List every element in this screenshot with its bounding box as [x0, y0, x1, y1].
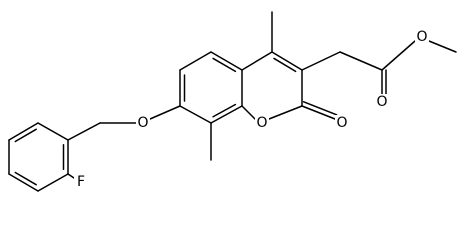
bond-oring-c2 [268, 105, 303, 120]
lactone-carbonyl-oxygen-atom: O [335, 115, 349, 131]
bond-benzyl-1 [37, 122, 69, 141]
bond-c2-o-double [302, 101, 338, 116]
lactone-carbonyl-oxygen-label: O [336, 115, 347, 131]
structure-drawing: F O O O O O [8, 11, 457, 192]
bond-c5-c4a-inner [212, 57, 237, 73]
bond-oest-methyl [428, 40, 457, 53]
ring-oxygen-atom: O [255, 115, 269, 131]
bond-cester-oest [381, 40, 416, 71]
bond-c3-c4 [271, 51, 303, 71]
bond-c-f [67, 173, 75, 179]
bond-c8a-c8 [210, 105, 243, 124]
bond-benzyl-4 [8, 173, 39, 192]
ester-carbonyl-oxygen-label: O [376, 94, 387, 110]
bond-ring-ch2 [67, 122, 101, 141]
molecule-diagram: F O O O O O [8, 11, 457, 192]
ether-oxygen-atom: O [136, 115, 150, 131]
bond-c8-c7 [179, 105, 212, 124]
fluorine-label: F [77, 174, 85, 190]
bond-benzyl-inner-1 [14, 128, 37, 143]
ester-oxygen-label: O [416, 29, 427, 45]
bonds [8, 11, 457, 192]
atom-labels: F O O O O O [74, 29, 429, 190]
ring-oxygen-label: O [256, 115, 267, 131]
bond-c5-c4a [210, 51, 243, 71]
ester-carbonyl-oxygen-atom: O [375, 94, 389, 110]
ether-oxygen-label: O [137, 115, 148, 131]
ester-oxygen-atom: O [415, 29, 429, 45]
bond-c4-c4a [241, 51, 273, 71]
bond-benzyl-5 [37, 173, 69, 192]
bond-benzyl-inner-2 [14, 171, 37, 186]
bond-c3-c4-inner [273, 57, 297, 73]
bond-c8a-c8-inner [212, 103, 237, 118]
bond-benzyl-2 [8, 122, 39, 141]
bond-c2-o [301, 105, 336, 120]
bond-o-c7 [149, 105, 181, 120]
bond-c3-ch2 [301, 51, 341, 71]
bond-c8a-oring [241, 105, 256, 120]
bond-c6-c5 [179, 51, 212, 71]
fluorine-atom: F [74, 174, 88, 190]
bond-ch2-cester [339, 51, 383, 71]
